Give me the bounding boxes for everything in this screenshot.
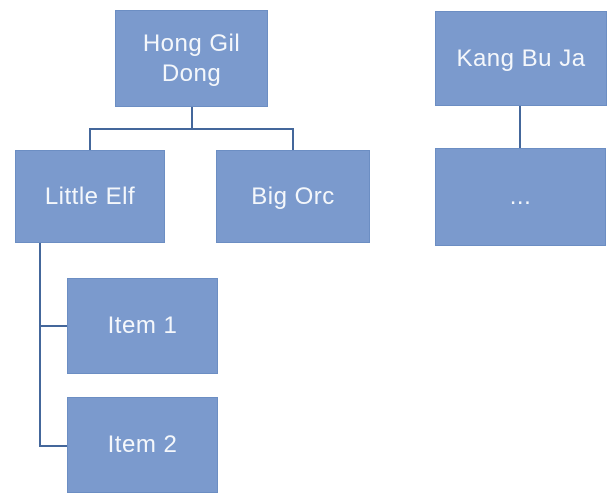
node-little-elf: Little Elf	[15, 150, 165, 243]
connector-hong-horizontal	[89, 128, 294, 130]
connector-little-elf-drop	[89, 130, 91, 150]
node-kang-bu-ja-label: Kang Bu Ja	[456, 44, 586, 72]
connector-little-elf-spine	[39, 243, 41, 447]
node-hong-gil-dong: Hong Gil Dong	[115, 10, 268, 107]
connector-item2-elbow	[41, 445, 67, 447]
node-big-orc: Big Orc	[216, 150, 370, 243]
connector-kang-drop	[519, 106, 521, 148]
node-ellipsis: ...	[435, 148, 606, 246]
node-hong-gil-dong-label: Hong Gil Dong	[142, 29, 241, 87]
node-kang-bu-ja: Kang Bu Ja	[435, 11, 607, 106]
connector-item1-elbow	[41, 325, 67, 327]
connector-big-orc-drop	[292, 130, 294, 150]
connector-hong-drop	[191, 107, 193, 129]
node-item-2-label: Item 2	[107, 431, 178, 458]
node-little-elf-label: Little Elf	[44, 182, 136, 210]
node-ellipsis-label: ...	[509, 183, 532, 210]
node-item-1-label: Item 1	[107, 312, 178, 339]
node-item-2: Item 2	[67, 397, 218, 493]
node-item-1: Item 1	[67, 278, 218, 374]
node-big-orc-label: Big Orc	[251, 182, 335, 210]
